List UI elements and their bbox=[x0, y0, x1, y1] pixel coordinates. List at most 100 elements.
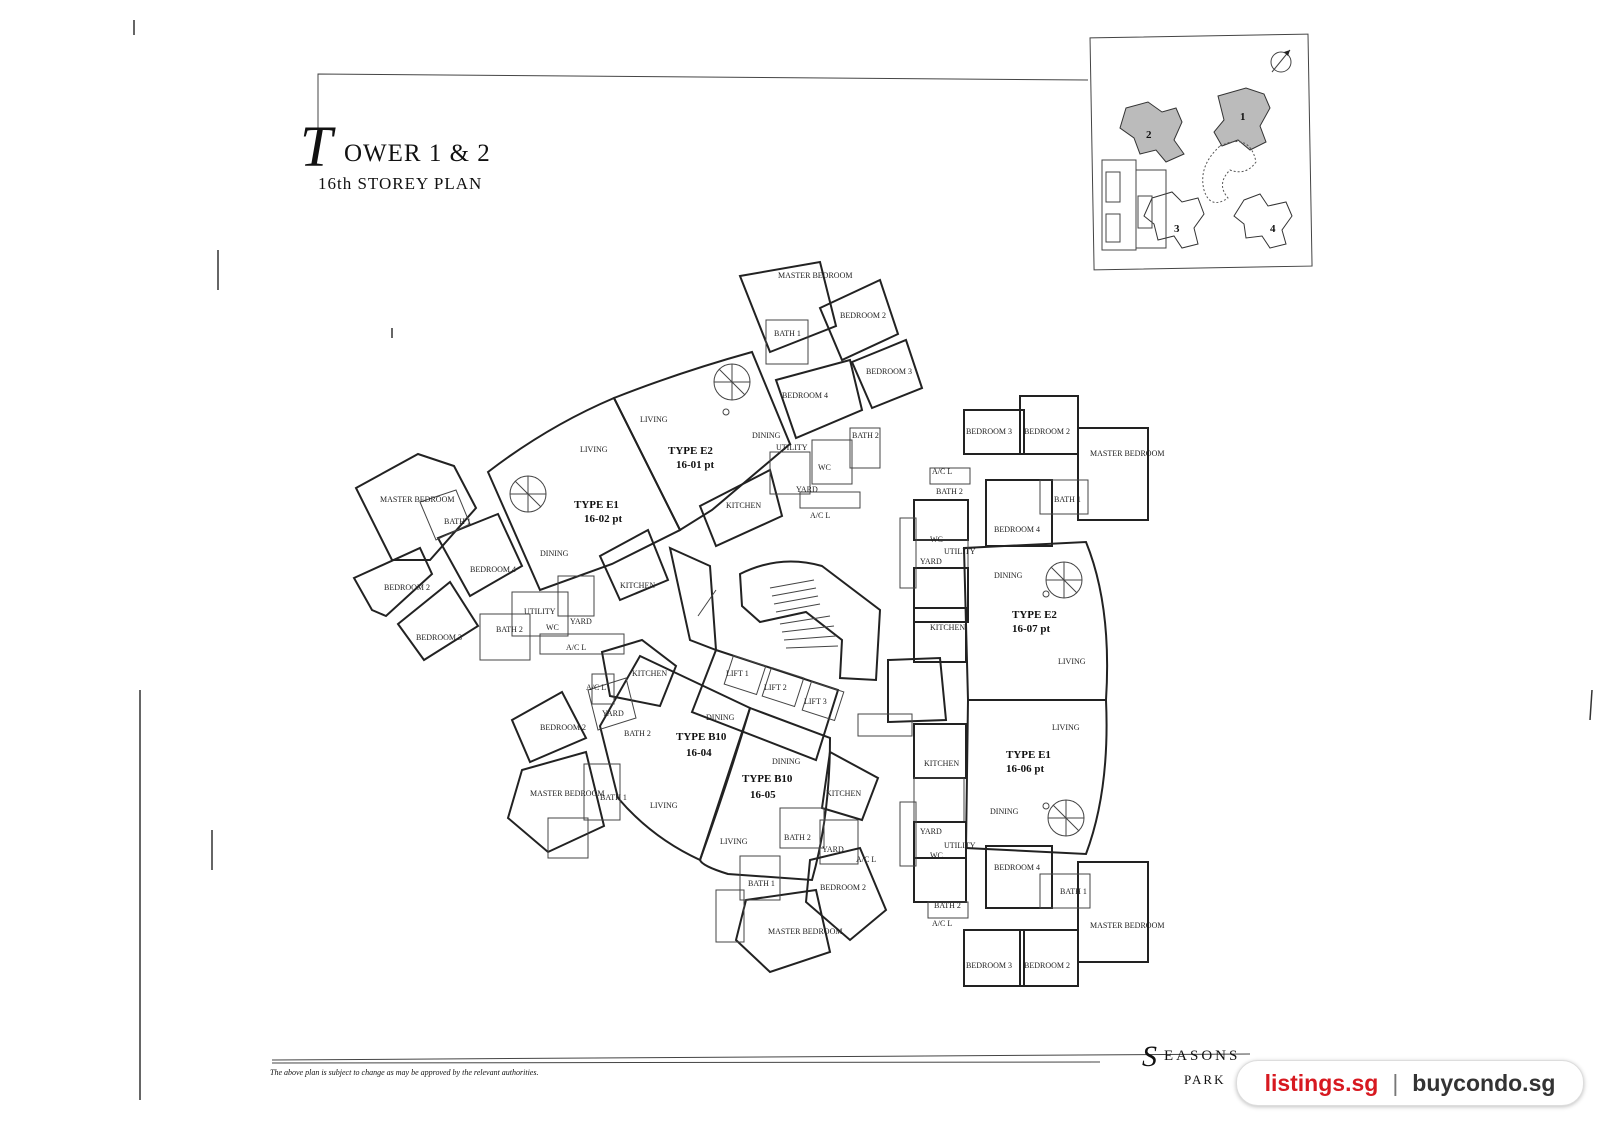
keyplan-block-b bbox=[1135, 169, 1167, 249]
room-label: BEDROOM 3 bbox=[966, 961, 1012, 970]
lift-label: LIFT 3 bbox=[804, 697, 827, 706]
room-label: DINING bbox=[706, 713, 735, 722]
room-label: DINING bbox=[772, 757, 801, 766]
room-label: BEDROOM 2 bbox=[820, 883, 866, 892]
room-label: YARD bbox=[920, 827, 942, 836]
unit-16-05 bbox=[698, 706, 888, 974]
room-label: BATH 2 bbox=[934, 901, 961, 910]
room-label: KITCHEN bbox=[620, 581, 655, 590]
unit-type: TYPE B10 bbox=[676, 731, 727, 743]
keyplan-tower-3-shape bbox=[1143, 191, 1205, 249]
lift-label: LIFT 2 bbox=[764, 683, 787, 692]
room-label: DINING bbox=[540, 549, 569, 558]
room-label: A/C L bbox=[932, 919, 952, 928]
unit-type: TYPE E2 bbox=[668, 445, 713, 457]
brand-initial: S bbox=[1142, 1040, 1157, 1073]
watermark-right: buycondo.sg bbox=[1412, 1069, 1556, 1096]
room-label: BEDROOM 3 bbox=[966, 427, 1012, 436]
unit-type: TYPE E1 bbox=[1006, 749, 1051, 761]
room-label: BEDROOM 3 bbox=[416, 633, 462, 642]
room-label: BATH 2 bbox=[936, 487, 963, 496]
room-label: BEDROOM 2 bbox=[384, 583, 430, 592]
unit-number: 16-02 pt bbox=[584, 513, 623, 525]
title-initial: T bbox=[300, 114, 333, 179]
room-label: MASTER BEDROOM bbox=[530, 789, 604, 798]
room-label: UTILITY bbox=[776, 443, 808, 452]
scan-marks bbox=[133, 20, 1593, 1100]
room-label: BATH 2 bbox=[496, 625, 523, 634]
room-label: KITCHEN bbox=[826, 789, 861, 798]
room-label: DINING bbox=[752, 431, 781, 440]
room-label: LIVING bbox=[1052, 723, 1080, 732]
room-label: UTILITY bbox=[524, 607, 556, 616]
room-label: LIVING bbox=[580, 445, 608, 454]
frame-bottom-line bbox=[271, 1053, 1251, 1061]
unit-type: TYPE E1 bbox=[574, 499, 619, 511]
brand-top: EASONS bbox=[1164, 1048, 1241, 1064]
unit-number: 16-05 bbox=[750, 789, 776, 801]
keyplan-label-2: 2 bbox=[1146, 129, 1152, 141]
unit-16-02 bbox=[352, 396, 682, 662]
lift-core bbox=[668, 546, 948, 762]
room-label: A/C L bbox=[566, 643, 586, 652]
room-label: DINING bbox=[990, 807, 1019, 816]
room-label: MASTER BEDROOM bbox=[778, 271, 852, 280]
room-label: BEDROOM 2 bbox=[540, 723, 586, 732]
room-label: MASTER BEDROOM bbox=[768, 927, 842, 936]
unit-16-06 bbox=[899, 699, 1149, 987]
keyplan-tower-1-shape bbox=[1213, 87, 1271, 151]
room-label: BATH 1 bbox=[1054, 495, 1081, 504]
unit-number: 16-01 pt bbox=[676, 459, 715, 471]
room-label: LIVING bbox=[720, 837, 748, 846]
brand-bottom: PARK bbox=[1184, 1072, 1226, 1087]
unit-number: 16-07 pt bbox=[1012, 623, 1051, 635]
title-main: OWER 1 & 2 bbox=[344, 140, 491, 167]
room-label: YARD bbox=[920, 557, 942, 566]
room-label: A/C L bbox=[810, 511, 830, 520]
room-label: MASTER BEDROOM bbox=[1090, 921, 1164, 930]
keyplan-tower-4-shape bbox=[1233, 193, 1293, 249]
room-label: BEDROOM 2 bbox=[1024, 961, 1070, 970]
unit-16-01 bbox=[612, 260, 924, 548]
room-label: A/C L bbox=[932, 467, 952, 476]
room-label: KITCHEN bbox=[930, 623, 965, 632]
keyplan-label-3: 3 bbox=[1174, 223, 1180, 235]
room-label: BATH 2 bbox=[852, 431, 879, 440]
room-label: WC bbox=[930, 851, 943, 860]
room-label: BEDROOM 4 bbox=[470, 565, 516, 574]
room-label: KITCHEN bbox=[924, 759, 959, 768]
room-label: YARD bbox=[570, 617, 592, 626]
room-label: MASTER BEDROOM bbox=[1090, 449, 1164, 458]
keyplan-label-1: 1 bbox=[1240, 111, 1246, 123]
title-subtitle: 16th STOREY PLAN bbox=[318, 174, 483, 193]
room-label: BATH 2 bbox=[624, 729, 651, 738]
unit-type: TYPE B10 bbox=[742, 773, 793, 785]
unit-number: 16-04 bbox=[686, 747, 712, 759]
room-label: BATH 2 bbox=[784, 833, 811, 842]
key-plan: 1 2 3 4 bbox=[1089, 33, 1313, 271]
room-label: A/C L bbox=[586, 683, 606, 692]
unit-number: 16-06 pt bbox=[1006, 763, 1045, 775]
frame-top-line bbox=[317, 73, 1089, 130]
room-label: BEDROOM 2 bbox=[840, 311, 886, 320]
frame-bottom-line-2 bbox=[271, 1061, 1101, 1064]
room-label: LIVING bbox=[1058, 657, 1086, 666]
room-label: BATH 1 bbox=[1060, 887, 1087, 896]
brand-logo: S EASONS PARK bbox=[1142, 1042, 1252, 1102]
room-label: WC bbox=[818, 463, 831, 472]
unit-16-07 bbox=[899, 395, 1149, 701]
room-label: BEDROOM 3 bbox=[866, 367, 912, 376]
keyplan-label-4: 4 bbox=[1270, 223, 1276, 235]
room-label: BEDROOM 2 bbox=[1024, 427, 1070, 436]
room-label: YARD bbox=[796, 485, 818, 494]
watermark-left: listings.sg bbox=[1264, 1069, 1379, 1096]
keyplan-tower-2-shape bbox=[1119, 101, 1185, 163]
north-arrow-icon bbox=[1270, 49, 1292, 73]
unit-type: TYPE E2 bbox=[1012, 609, 1057, 621]
room-label: BATH 1 bbox=[774, 329, 801, 338]
room-label: A/C L bbox=[856, 855, 876, 864]
room-label: KITCHEN bbox=[726, 501, 761, 510]
room-label: BATH 1 bbox=[748, 879, 775, 888]
room-label: BATH 1 bbox=[444, 517, 471, 526]
